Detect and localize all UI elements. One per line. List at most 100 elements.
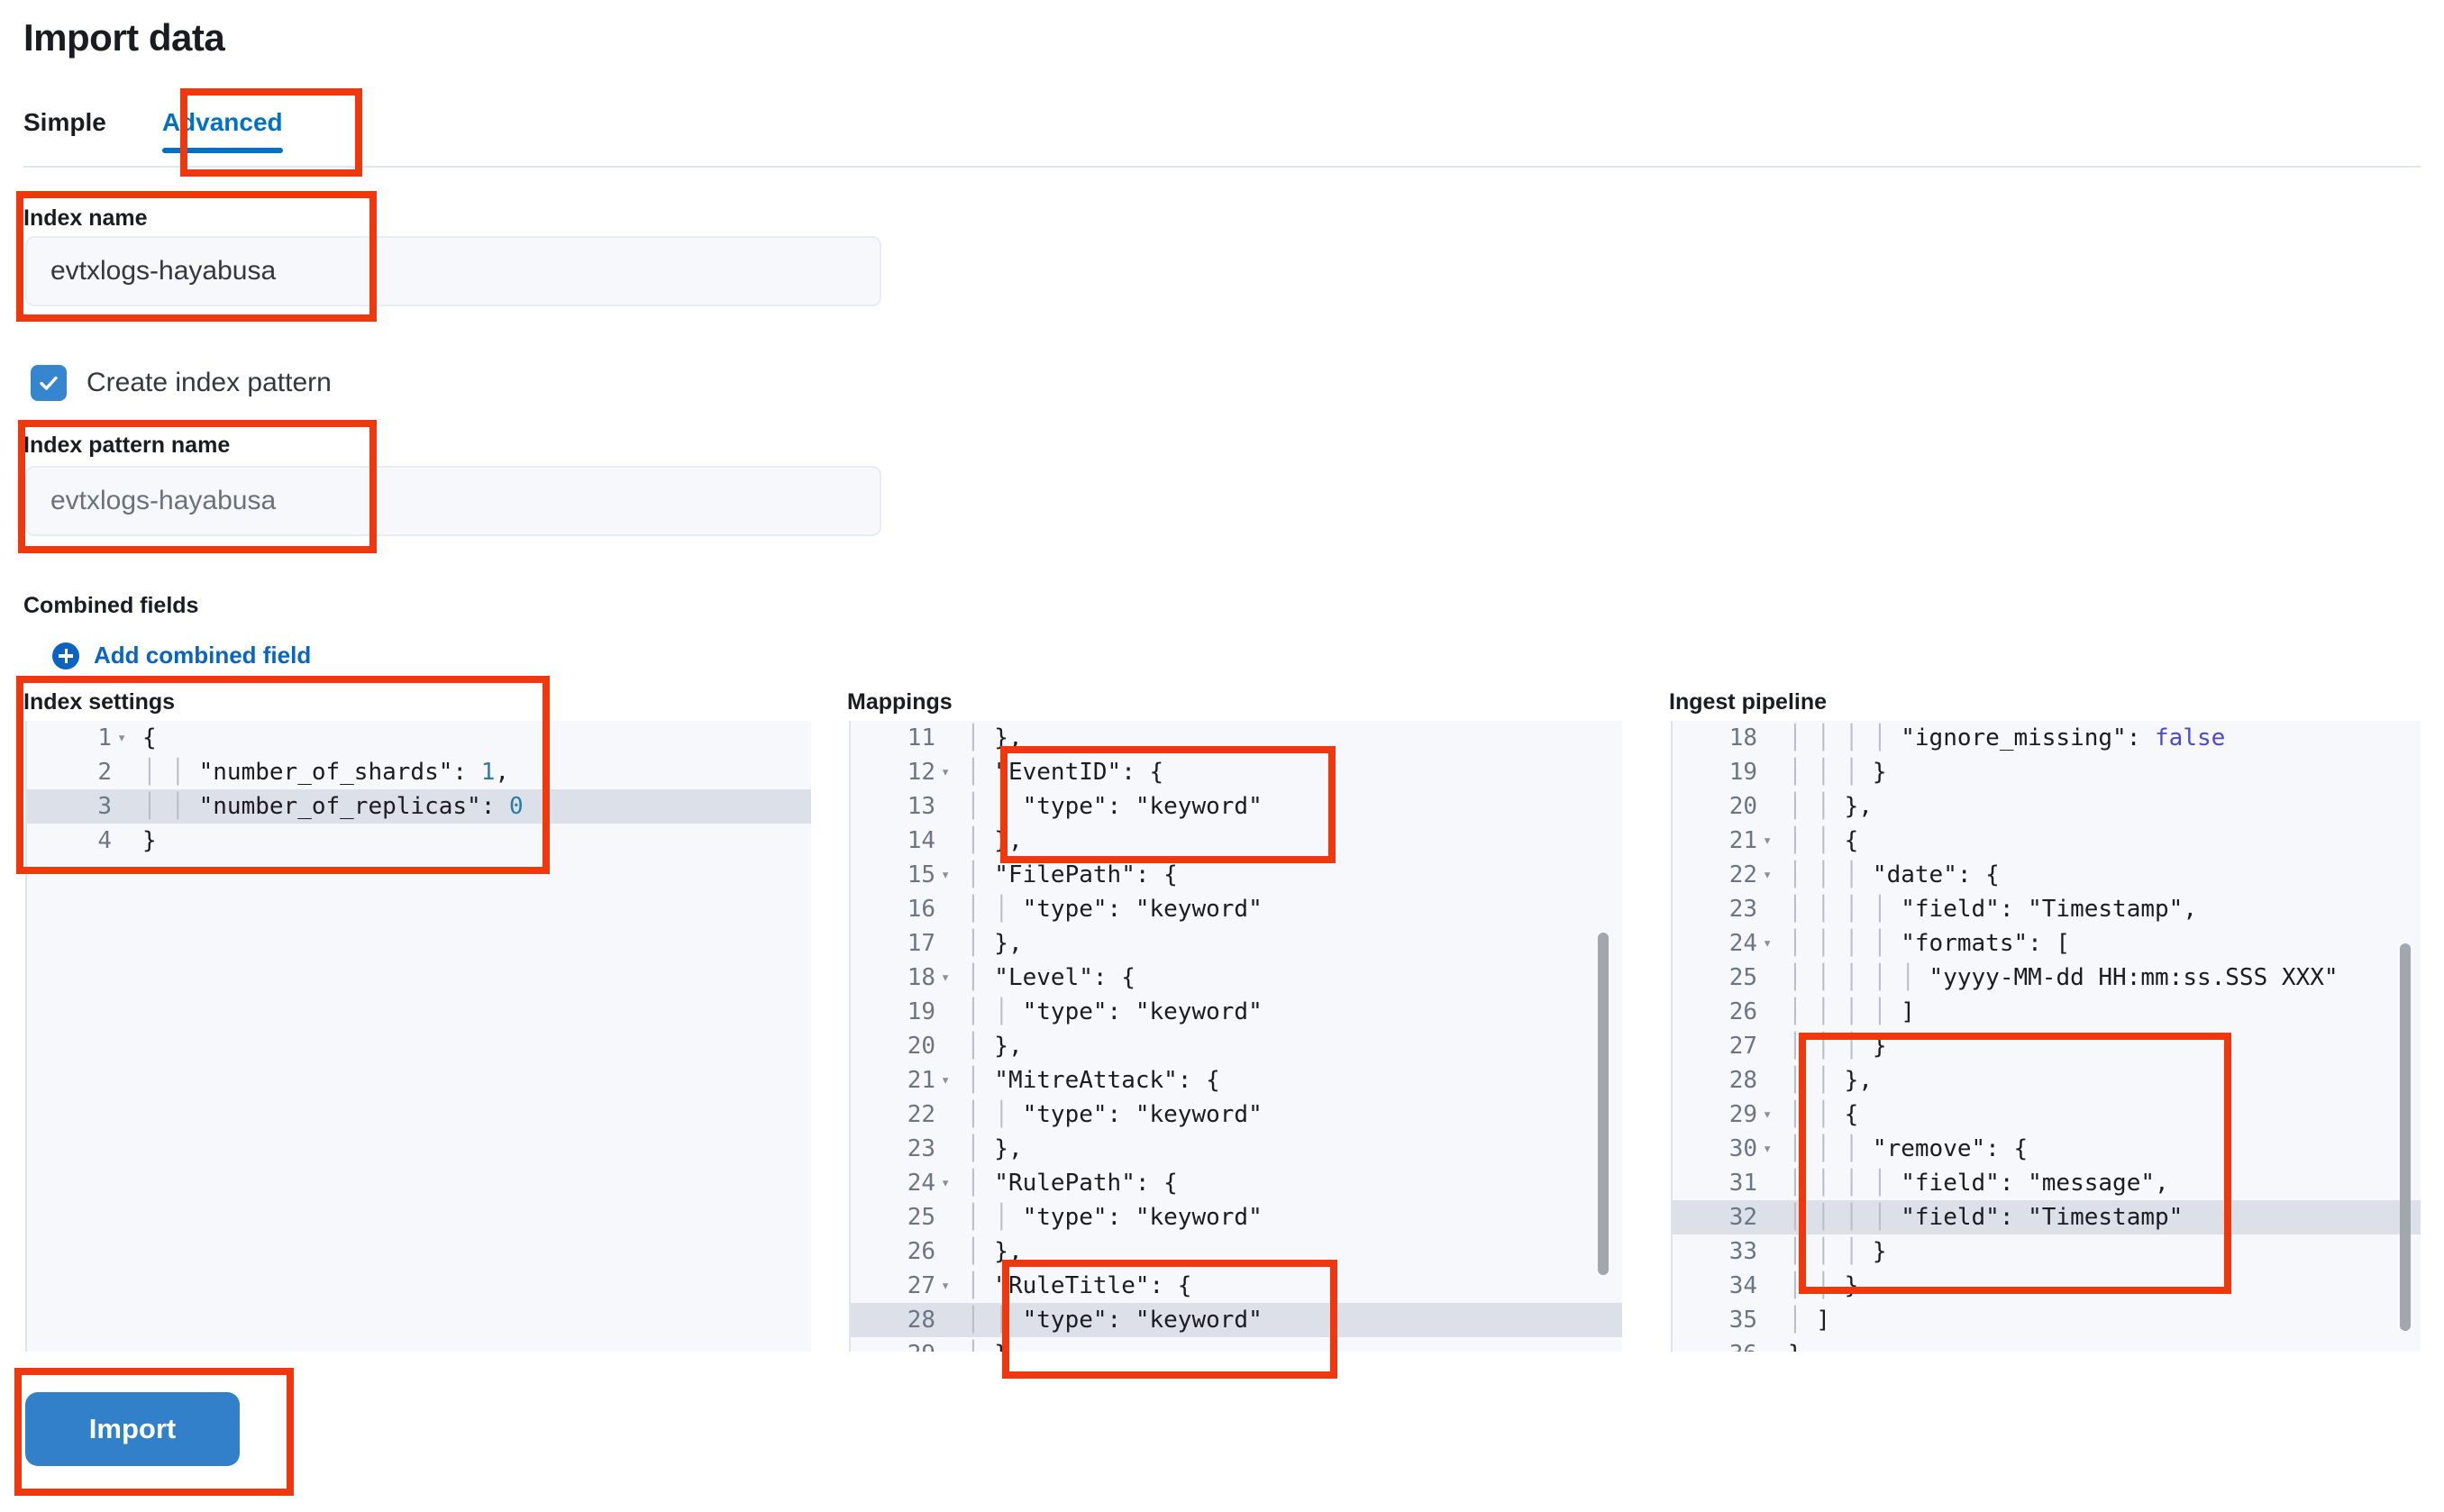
tab-advanced[interactable]: Advanced [159,108,305,153]
index-settings-title: Index settings [23,689,176,715]
code-line: 2│ │ "number_of_shards": 1, [25,755,811,789]
index-pattern-name-label: Index pattern name [23,433,231,458]
code-line: 22 ▾ │ │ │ "date": { [1671,858,2421,892]
code-line: 28 │ │ "type": "keyword" [849,1303,1622,1337]
add-combined-field-button[interactable]: Add combined field [52,642,311,669]
code-line: 23│ }, [849,1132,1622,1166]
code-line: 18▾│ "Level": { [849,961,1622,995]
code-line: 17│ }, [849,926,1622,961]
line-number: 21 [907,1067,935,1094]
code-text: │ │ │ } [1788,759,1887,786]
code-line: 26 │ }, [849,1234,1622,1269]
code-text: │ }, [966,1033,1023,1060]
line-number: 27 [907,1272,935,1299]
code-text: │ "MitreAttack": { [966,1067,1220,1094]
code-text: │ │ │ } [1788,1033,1887,1060]
line-number: 32 [1728,1204,1757,1231]
code-text: │ │ "type": "keyword" [966,896,1263,923]
line-number: 34 [1728,1272,1757,1299]
code-text: │ │ { [1788,1101,1859,1128]
line-number: 23 [1728,896,1757,923]
fold-arrow-icon[interactable]: ▾ [1763,1140,1773,1158]
code-text: │ │ │ "date": { [1788,861,2000,888]
fold-arrow-icon[interactable]: ▾ [941,1277,951,1295]
code-text: │ │ "type": "keyword" [966,1101,1263,1128]
code-line: 4} [25,824,811,858]
line-number: 36 [1671,1337,1763,1352]
code-line: 18│ │ │ │ "ignore_missing": false [1671,721,2421,755]
code-text: │ }, [966,827,1023,854]
tab-simple[interactable]: Simple [23,108,106,136]
fold-arrow-icon[interactable]: ▾ [117,729,127,747]
code-text: │ │ "type": "keyword" [966,1307,1263,1334]
fold-arrow-icon[interactable]: ▾ [1763,934,1773,952]
code-text: │ │ │ "remove": { [1788,1135,2029,1162]
code-text: │ "EventID": { [966,759,1164,786]
fold-arrow-icon[interactable]: ▾ [941,1174,951,1192]
code-line: 14│ }, [849,824,1622,858]
index-pattern-name-input[interactable]: evtxlogs-hayabusa [25,466,881,536]
code-text: │ }, [966,930,1023,957]
code-text: │ "RulePath": { [966,1170,1178,1197]
mappings-title: Mappings [847,689,953,715]
line-number: 12 [907,759,935,786]
code-text: │ │ │ │ "field": "Timestamp", [1788,896,2197,923]
code-text: │ │ │ │ │ "yyyy-MM-dd HH:mm:ss.SSS XXX" [1788,964,2339,991]
code-text: │ │ "number_of_replicas": 0 [142,793,524,820]
code-line: 24▾│ "RulePath": { [849,1166,1622,1200]
add-combined-field-label: Add combined field [94,642,312,669]
code-line: 21 ▾ │ │ { [1671,824,2421,858]
code-text: │ │ │ │ "ignore_missing": false [1788,724,2226,751]
code-line: 11│ }, [849,721,1622,755]
code-line: 25│ │ "type": "keyword" [849,1200,1622,1234]
checkbox-icon[interactable] [31,365,67,401]
line-number: 21 [1728,827,1757,854]
fold-arrow-icon[interactable]: ▾ [1763,866,1773,884]
code-text: │ ] [1788,1307,1830,1334]
code-line: 16│ │ "type": "keyword" [849,892,1622,926]
code-text: │ }, [966,1238,1023,1265]
line-number: 26 [907,1238,935,1265]
import-button[interactable]: Import [25,1392,240,1466]
code-text: │ │ } [1788,1272,1859,1299]
code-text: │ │ "type": "keyword" [966,998,1263,1025]
code-line: 27▾│ "RuleTitle": { [849,1269,1622,1303]
line-number: 18 [907,964,935,991]
combined-fields-title: Combined fields [23,593,199,618]
line-number: 28 [907,1307,935,1334]
code-line: 12 ▾ │ "EventID": { [849,755,1622,789]
code-text: │ │ │ │ "formats": [ [1788,930,2071,957]
code-line: 15▾│ "FilePath": { [849,858,1622,892]
editor-gutter-line [1671,721,1673,1352]
line-number: 29 [1728,1101,1757,1128]
fold-arrow-icon[interactable]: ▾ [941,866,951,884]
ingest-pipeline-scrollbar[interactable] [2400,943,2411,1331]
index-name-label: Index name [23,205,148,231]
line-number: 13 [907,793,935,820]
line-number: 22 [1728,861,1757,888]
line-number: 33 [1728,1238,1757,1265]
code-text: │ }, [961,1337,1622,1352]
mappings-editor[interactable]: 11│ }, 12 ▾ │ "EventID": { 13 │ │ "type": "ke… [849,721,1622,1352]
create-index-pattern-row[interactable]: Create index pattern [31,365,332,401]
fold-arrow-icon[interactable]: ▾ [1763,1106,1773,1124]
fold-arrow-icon[interactable]: ▾ [941,1071,951,1089]
code-line: 35│ ] [1671,1303,2421,1337]
index-settings-editor[interactable]: 1▾{2│ │ "number_of_shards": 1,3│ │ "numb… [25,721,811,1352]
line-number: 27 [1728,1033,1757,1060]
fold-arrow-icon[interactable]: ▾ [941,969,951,987]
code-line: 23 │ │ │ │ "field": "Timestamp", [1671,892,2421,926]
index-name-input[interactable]: evtxlogs-hayabusa [25,236,881,306]
line-number: 31 [1728,1170,1757,1197]
mappings-scrollbar[interactable] [1598,933,1609,1275]
line-number: 15 [907,861,935,888]
fold-arrow-icon[interactable]: ▾ [941,763,951,781]
page-title: Import data [23,16,225,59]
fold-arrow-icon[interactable]: ▾ [1763,832,1773,850]
code-line: 21 ▾ │ "MitreAttack": { [849,1063,1622,1098]
code-text: │ }, [966,724,1023,751]
code-line: 22│ │ "type": "keyword" [849,1098,1622,1132]
tab-divider [23,166,2421,168]
code-text: │ │ { [1788,827,1859,854]
